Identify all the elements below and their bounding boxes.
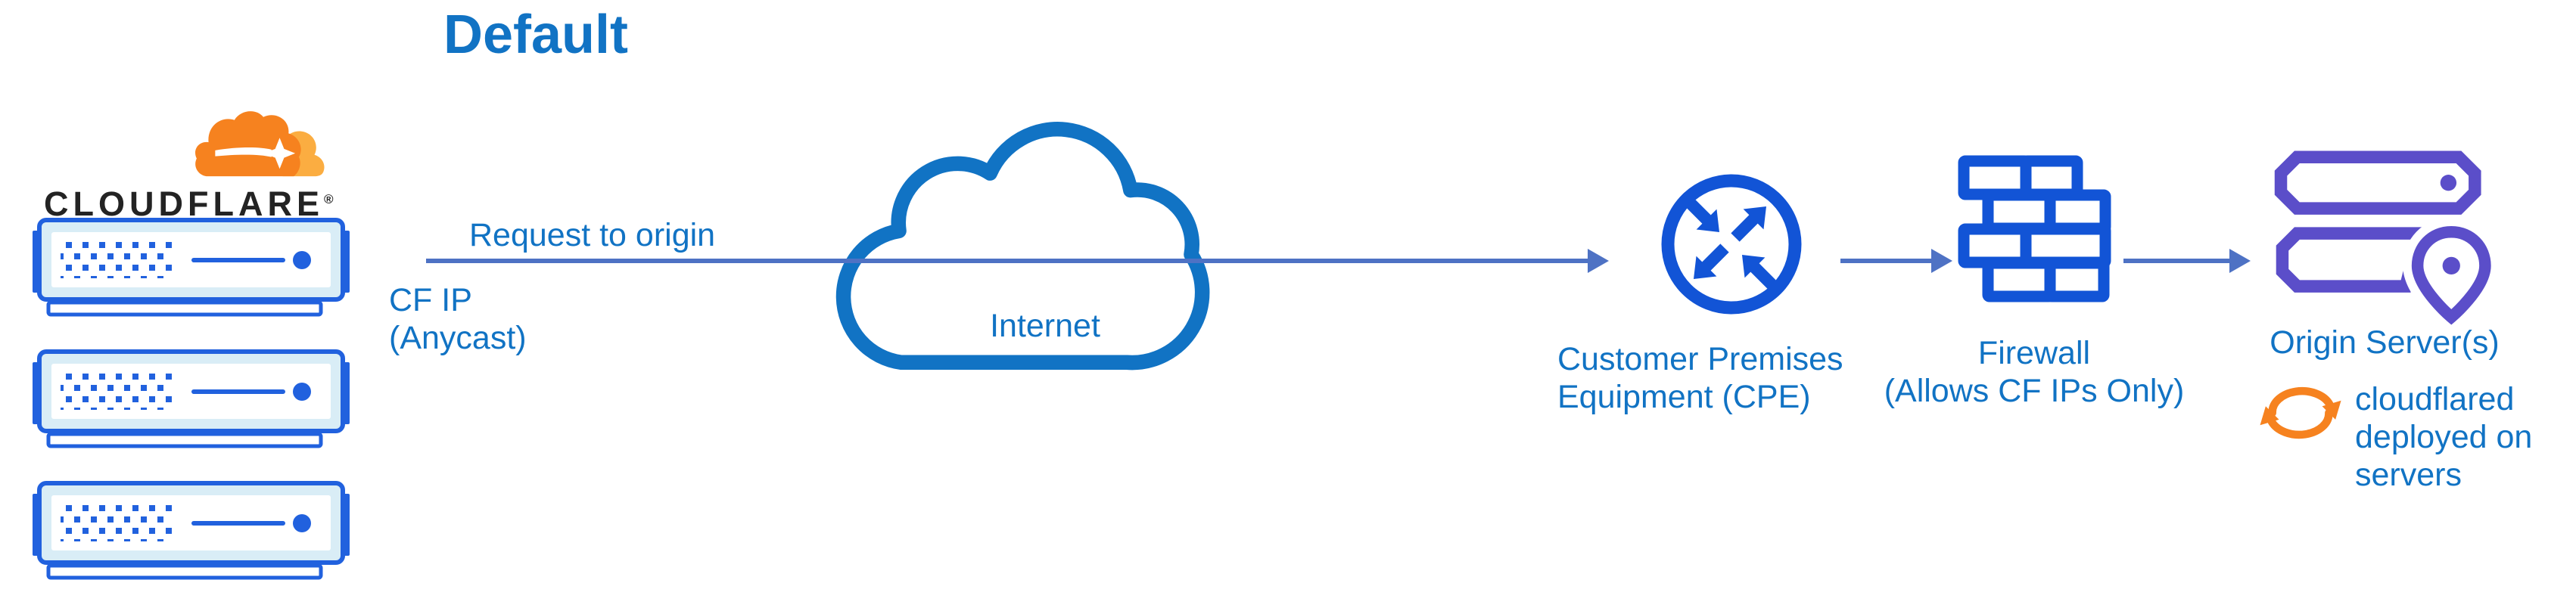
- edge-server-icon: [33, 481, 350, 580]
- flow-arrow-icon: [426, 259, 1589, 263]
- sync-icon: [2260, 386, 2341, 439]
- edge-server-icon: [33, 218, 350, 317]
- edge-server-icon: [33, 349, 350, 448]
- cf-ip-line1: CF IP: [389, 282, 472, 318]
- flow-arrow-icon: [2123, 259, 2231, 263]
- flow-arrow-icon: [1840, 259, 1933, 263]
- wordmark-text: CLOUDFLARE: [44, 185, 324, 223]
- arrowhead-icon: [1588, 249, 1609, 273]
- cloudflare-wordmark: CLOUDFLARE®: [44, 181, 334, 222]
- page-title: Default: [443, 5, 629, 65]
- internet-label: Internet: [990, 308, 1100, 344]
- firewall-label: Firewall (Allows CF IPs Only): [1845, 334, 2223, 410]
- firewall-label-line1: Firewall: [1977, 335, 2091, 371]
- arrowhead-icon: [2229, 249, 2251, 273]
- location-pin-icon: [2403, 217, 2491, 326]
- cpe-label: Customer Premises Equipment (CPE): [1557, 340, 1843, 416]
- request-to-origin-label: Request to origin: [469, 217, 716, 253]
- origin-servers-label: Origin Server(s): [2270, 324, 2500, 361]
- cpe-router-icon: [1661, 174, 1802, 315]
- cf-ip-anycast-label: CF IP (Anycast): [389, 281, 527, 357]
- cf-ip-line2: (Anycast): [389, 320, 527, 356]
- cpe-label-line2: Equipment (CPE): [1557, 379, 1811, 415]
- cloudflared-label: cloudflared deployed on servers: [2355, 381, 2533, 493]
- flare-tail: [215, 147, 272, 157]
- cpe-label-line1: Customer Premises: [1557, 341, 1843, 377]
- firewall-label-line2: (Allows CF IPs Only): [1884, 373, 2185, 409]
- origin-servers-icon: [2274, 150, 2491, 326]
- firewall-icon: [1958, 155, 2111, 302]
- arrowhead-icon: [1931, 249, 1952, 273]
- registered-mark: ®: [323, 192, 334, 206]
- flare-star: [263, 138, 296, 169]
- cloudflare-cloud-icon: [195, 111, 325, 177]
